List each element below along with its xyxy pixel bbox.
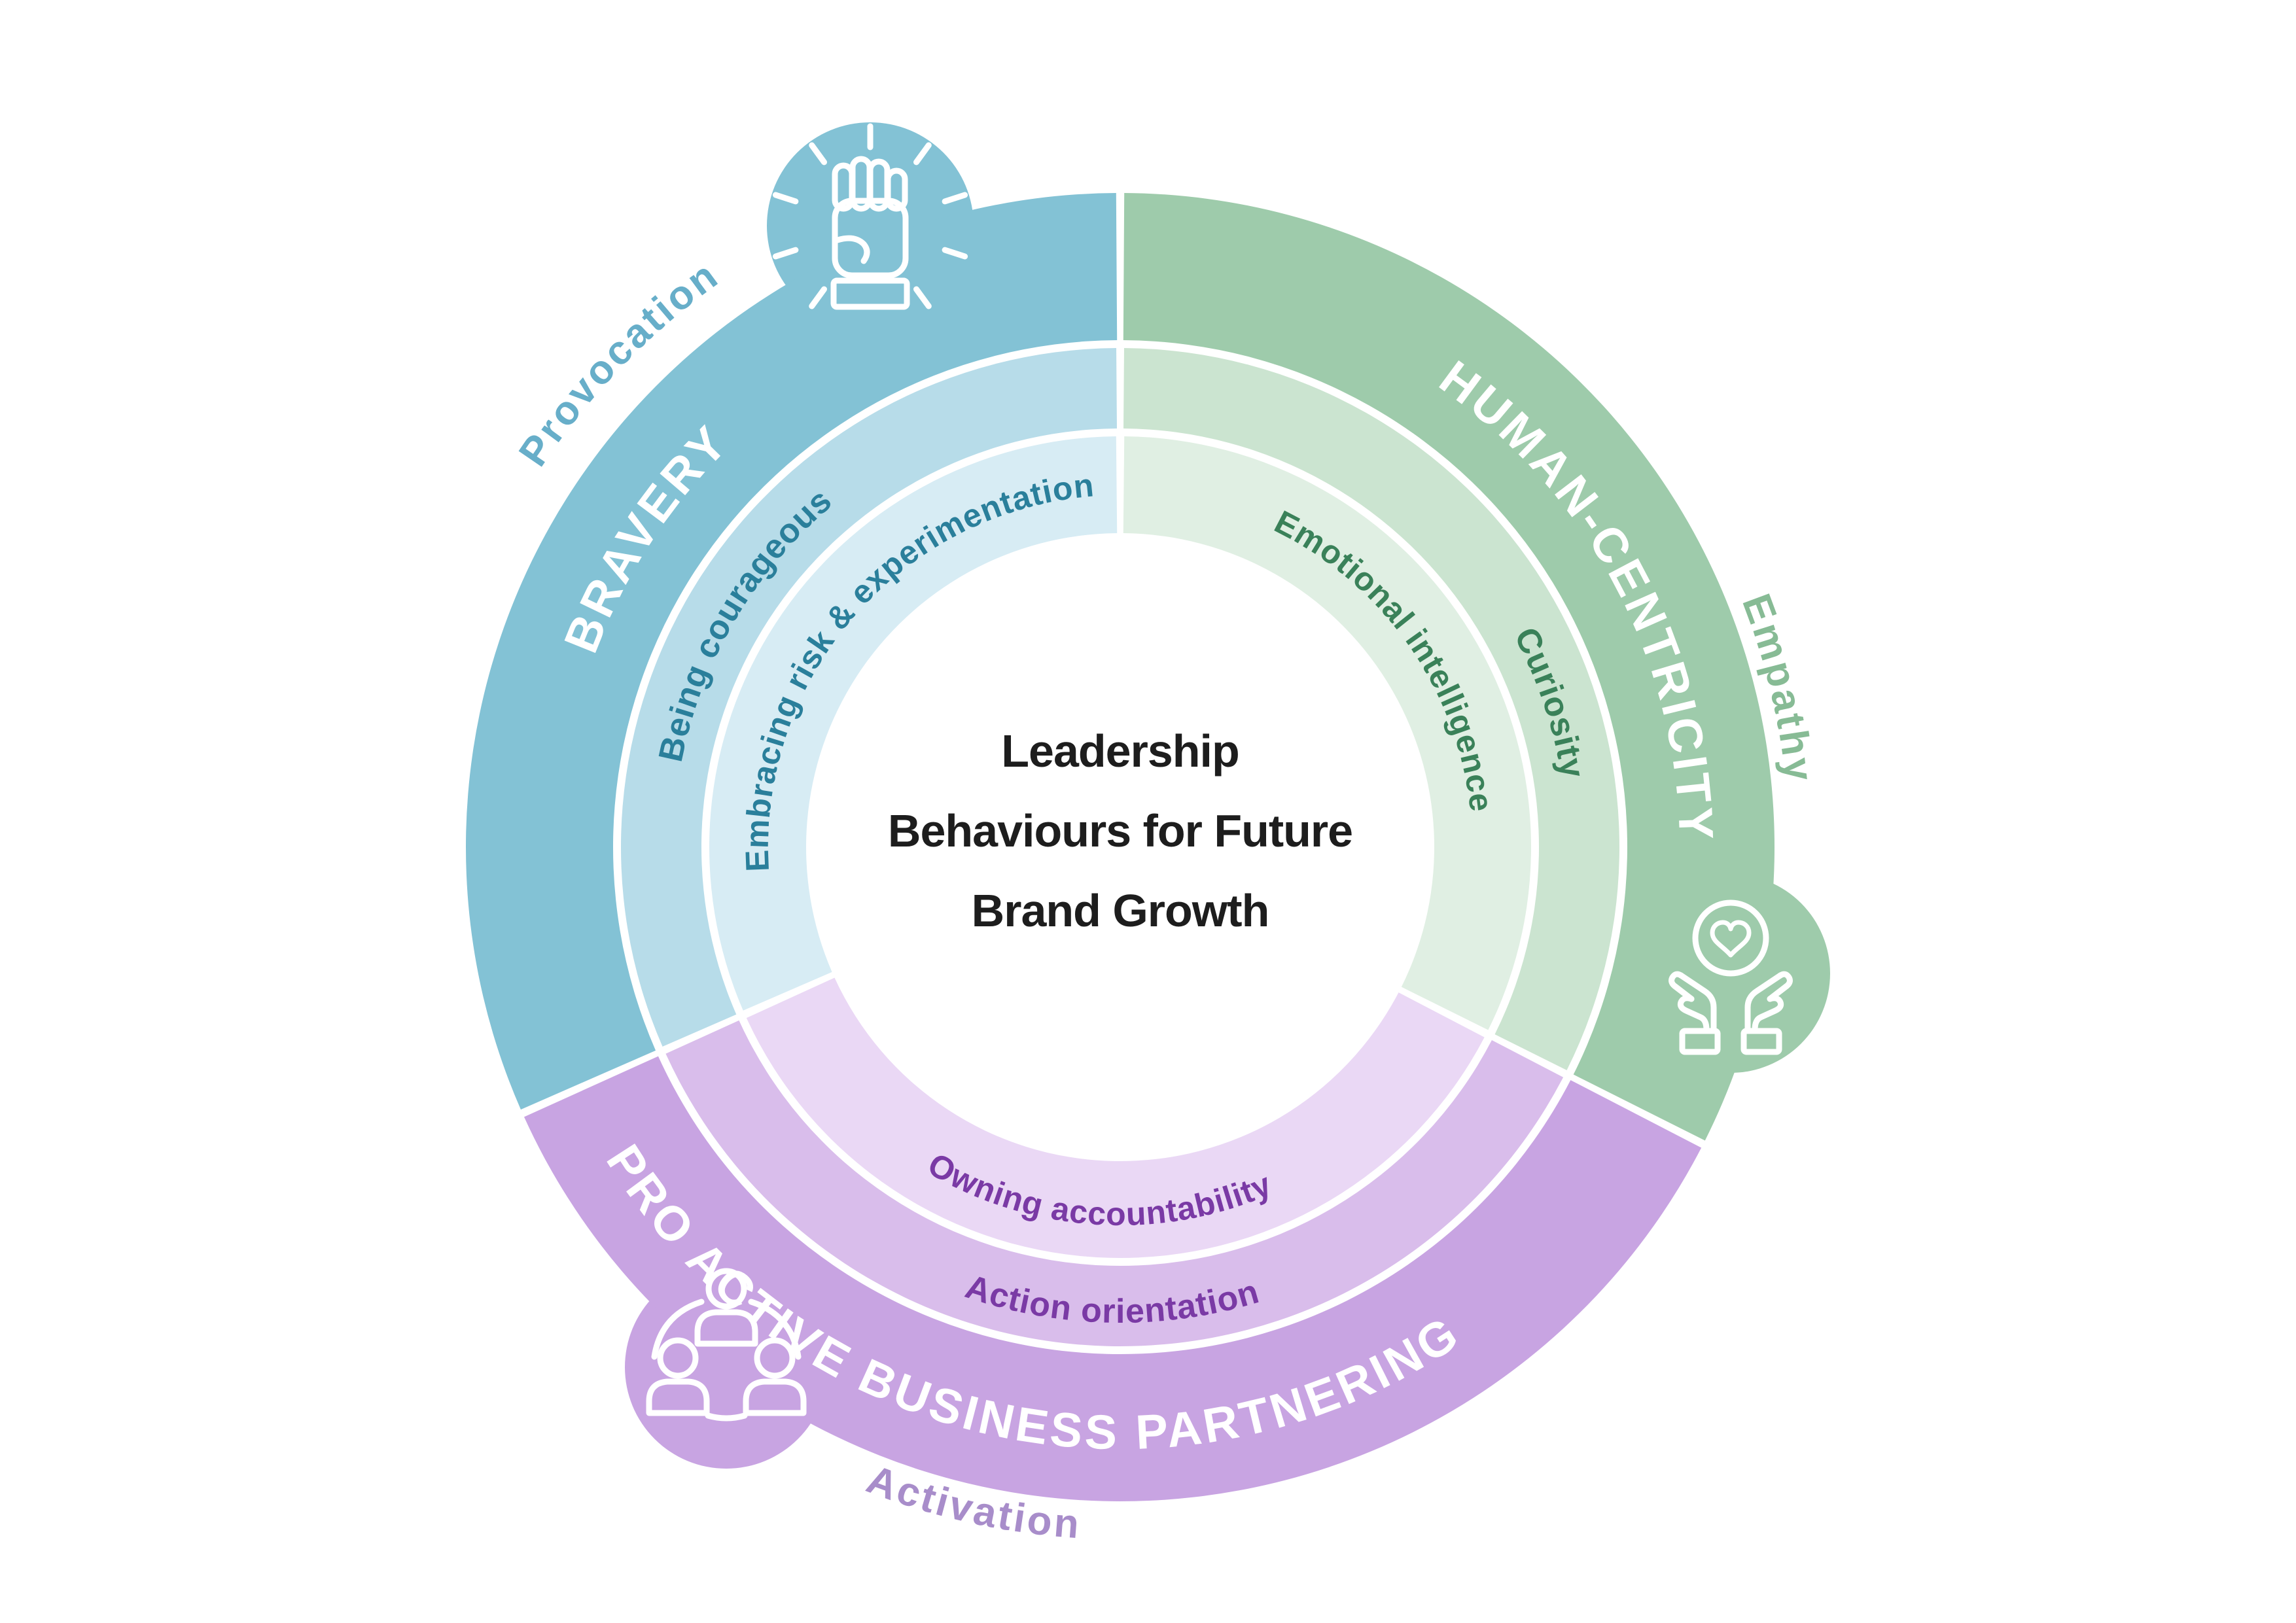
ray [942,192,968,205]
hand-thumb [1752,995,1784,1033]
ray [809,286,827,309]
hand-cuff [1679,1028,1721,1055]
segment-bravery-inner-ring [709,436,1118,1011]
segment-human-centricity-inner-ring [1123,436,1531,1030]
ray [772,192,799,205]
ray [913,142,932,166]
hands-heart-icon [1669,899,1793,1055]
ray [772,247,799,260]
connector-arc [651,1299,705,1360]
center-title-line: Brand Growth [972,885,1269,936]
hand-edge [1678,972,1717,1033]
fist-thumb [834,235,870,264]
heart-circle [1692,899,1769,977]
heart [1710,920,1752,958]
ray [913,286,932,309]
segment-icons [646,123,1793,1422]
hand-fingers [1669,971,1695,1002]
person-body [646,1378,710,1416]
center-title-line: Leadership [1001,725,1239,777]
people-network-icon [646,1268,807,1422]
hand-edge [1744,972,1784,1033]
person-head [705,1268,747,1310]
left-hand [1669,971,1721,1055]
ray [942,247,968,260]
segment-proactive-business-partnering-inner-ring [746,977,1485,1258]
ray [809,142,827,166]
segment-proactive-business-partnering-outer-ring [523,1056,1702,1502]
center-title: Leadership Behaviours for Future Brand G… [888,725,1353,936]
segment-human-centricity-middle-ring [1123,348,1619,1071]
segment-bravery-outer-ring [465,193,1118,1110]
hand-thumb [1677,995,1710,1033]
fist-cuff [830,277,910,310]
connector-line [705,1412,748,1422]
person-body [743,1378,807,1416]
ring-bands [465,193,1775,1502]
person-head [754,1337,796,1379]
right-hand [1740,971,1793,1055]
person-head [657,1337,699,1379]
raised-fist-icon [772,123,968,310]
person-body [694,1309,758,1347]
center-title-line: Behaviours for Future [888,805,1352,856]
connector-arc [748,1299,802,1360]
segment-bravery-middle-ring [620,348,1117,1047]
hand-cuff [1740,1028,1782,1055]
segment-proactive-business-partnering-middle-ring [665,1020,1564,1346]
hand-fingers [1767,971,1793,1002]
segment-human-centricity-outer-ring [1123,193,1775,1141]
fist-finger [885,167,908,212]
